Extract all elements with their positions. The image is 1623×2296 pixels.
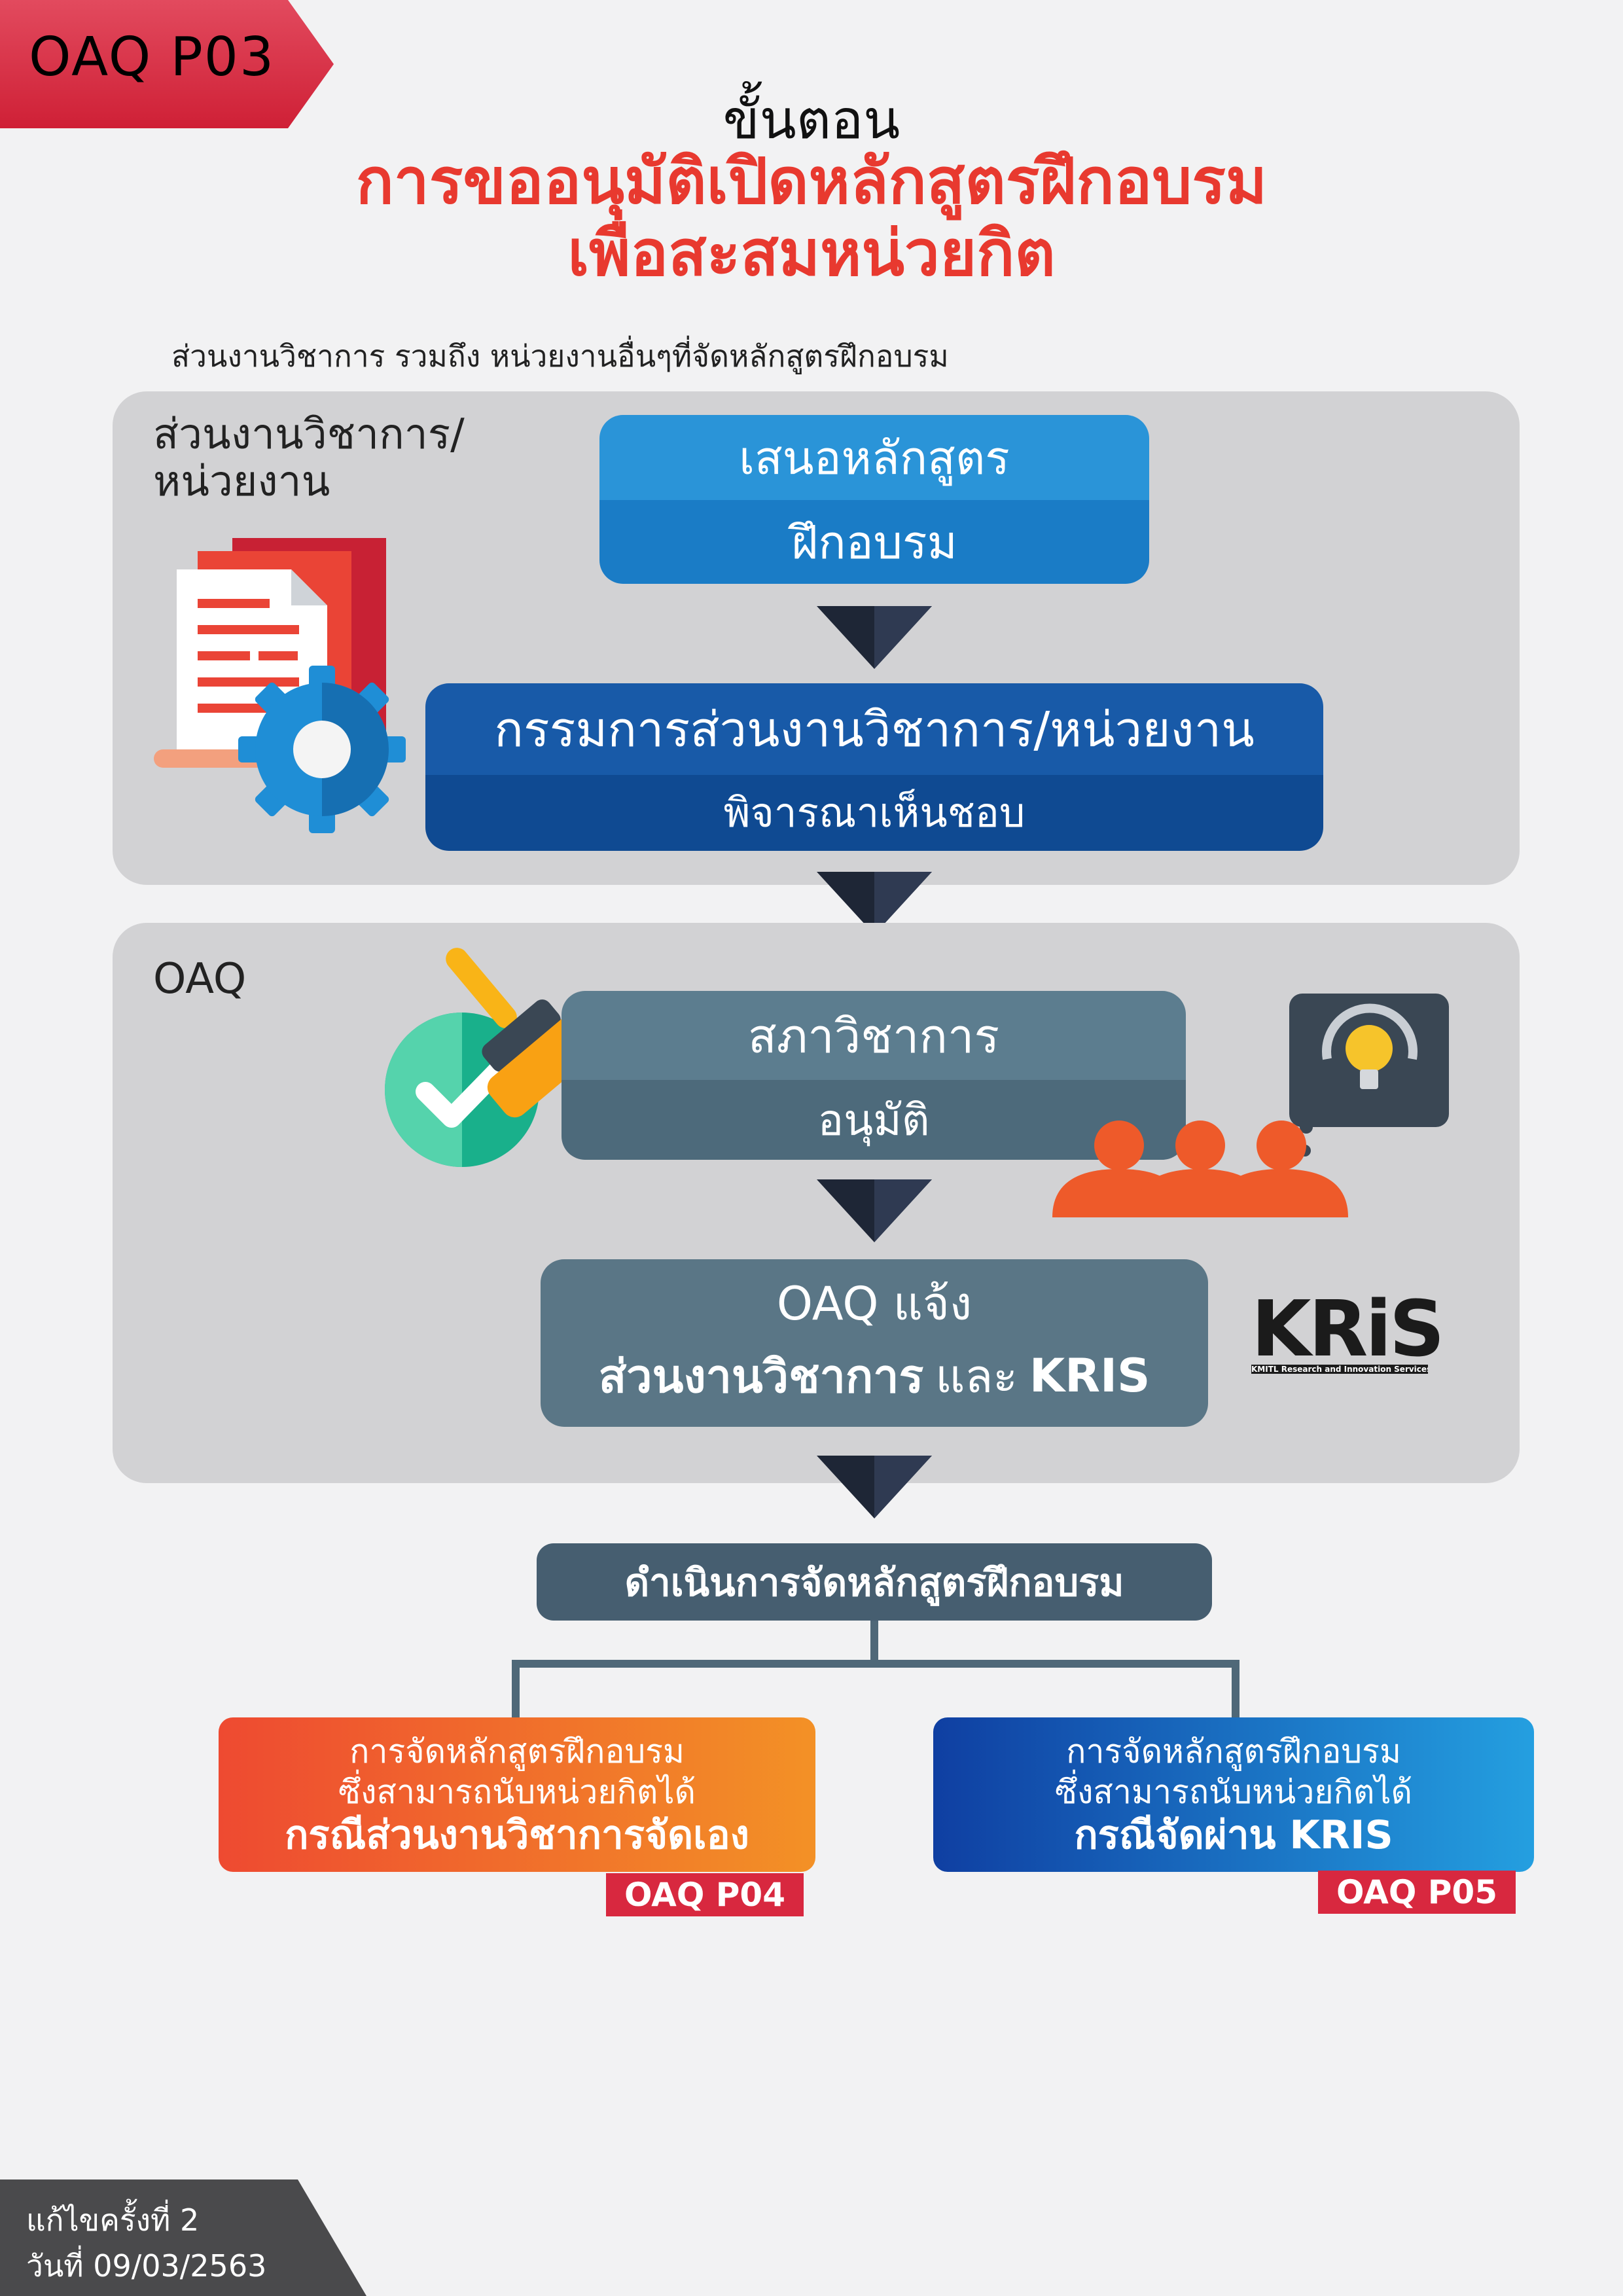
section-academic-label-line1: ส่วนงานวิชาการ/ <box>153 410 465 459</box>
page-title-main: การขออนุมัติเปิดหลักสูตรฝึกอบรม เพื่อสะส… <box>0 145 1623 289</box>
flow-arrow-4 <box>817 1456 932 1518</box>
step-run-course: ดำเนินการจัดหลักสูตรฝึกอบรม <box>537 1543 1212 1621</box>
section-academic-label: ส่วนงานวิชาการ/ หน่วยงาน <box>153 411 465 505</box>
kris-logo-tagline: KMITL Research and Innovation Services <box>1251 1365 1428 1374</box>
branch-left-line2: ซึ่งสามารถนับหน่วยกิตได้ <box>338 1773 696 1811</box>
step-notify-kris: KRIS <box>1029 1349 1150 1403</box>
approval-stamp-icon <box>385 948 603 1167</box>
branch-right-line3: กรณีจัดผ่าน KRIS <box>1074 1812 1393 1858</box>
team-idea-icon <box>1052 994 1449 1217</box>
kris-logo: KRiS KMITL Research and Innovation Servi… <box>1251 1283 1445 1374</box>
page-title-line3: เพื่อสะสมหน่วยกิต <box>567 217 1056 290</box>
connector-horizontal <box>512 1660 1240 1668</box>
flow-arrow-1 <box>817 606 932 669</box>
step-council-line2: อนุมัติ <box>562 1080 1186 1160</box>
tag-oaq-p04[interactable]: OAQ P04 <box>606 1873 804 1916</box>
step-propose-line1: เสนอหลักสูตร <box>599 415 1149 500</box>
step-committee-line1: กรรมการส่วนงานวิชาการ/หน่วยงาน <box>425 683 1323 775</box>
kris-logo-text: KRiS <box>1251 1283 1445 1374</box>
step-oaq-notify: OAQ แจ้ง ส่วนงานวิชาการ และ KRIS <box>541 1259 1208 1427</box>
connector-right <box>1232 1660 1240 1719</box>
page-title-line1: ขั้นตอน <box>722 89 901 151</box>
step-notify-line1: OAQ แจ้ง <box>776 1276 972 1331</box>
step-propose-course: เสนอหลักสูตร ฝึกอบรม <box>599 415 1149 584</box>
connector-vertical <box>870 1621 878 1666</box>
revision-text: แก้ไขครั้งที่ 2 <box>26 2202 200 2238</box>
step-council-line1: สภาวิชาการ <box>562 991 1186 1080</box>
revision-date: วันที่ 09/03/2563 <box>26 2248 267 2284</box>
page-subtitle: ส่วนงานวิชาการ รวมถึง หน่วยงานอื่นๆที่จั… <box>171 338 949 374</box>
revision-footer: แก้ไขครั้งที่ 2 วันที่ 09/03/2563 <box>0 2179 366 2296</box>
section-oaq-label: OAQ <box>153 955 247 1003</box>
step-notify-academic: ส่วนงานวิชาการ <box>598 1349 924 1403</box>
page-title-line2: การขออนุมัติเปิดหลักสูตรฝึกอบรม <box>355 145 1268 218</box>
branch-self-organized: การจัดหลักสูตรฝึกอบรม ซึ่งสามารถนับหน่วย… <box>219 1717 815 1872</box>
step-committee-line2: พิจารณาเห็นชอบ <box>425 775 1323 851</box>
connector-left <box>512 1660 520 1719</box>
doc-code-tag: OAQ P03 <box>0 0 334 128</box>
documents-gear-icon <box>154 538 406 833</box>
branch-via-kris: การจัดหลักสูตรฝึกอบรม ซึ่งสามารถนับหน่วย… <box>933 1717 1534 1872</box>
doc-code-text: OAQ P03 <box>29 26 276 88</box>
step-academic-council: สภาวิชาการ อนุมัติ <box>562 991 1186 1160</box>
branch-right-line1: การจัดหลักสูตรฝึกอบรม <box>1066 1732 1401 1770</box>
flow-arrow-3 <box>817 1179 932 1242</box>
branch-right-line2: ซึ่งสามารถนับหน่วยกิตได้ <box>1055 1773 1412 1811</box>
branch-left-line1: การจัดหลักสูตรฝึกอบรม <box>349 1732 685 1770</box>
branch-left-line3: กรณีส่วนงานวิชาการจัดเอง <box>285 1812 749 1858</box>
step-propose-line2: ฝึกอบรม <box>599 500 1149 584</box>
step-notify-and: และ <box>935 1349 1018 1403</box>
section-academic-label-line2: หน่วยงาน <box>153 457 330 506</box>
step-committee-approve: กรรมการส่วนงานวิชาการ/หน่วยงาน พิจารณาเห… <box>425 683 1323 851</box>
tag-oaq-p05[interactable]: OAQ P05 <box>1318 1871 1516 1914</box>
step-notify-line2: ส่วนงานวิชาการ และ KRIS <box>541 1338 1208 1427</box>
